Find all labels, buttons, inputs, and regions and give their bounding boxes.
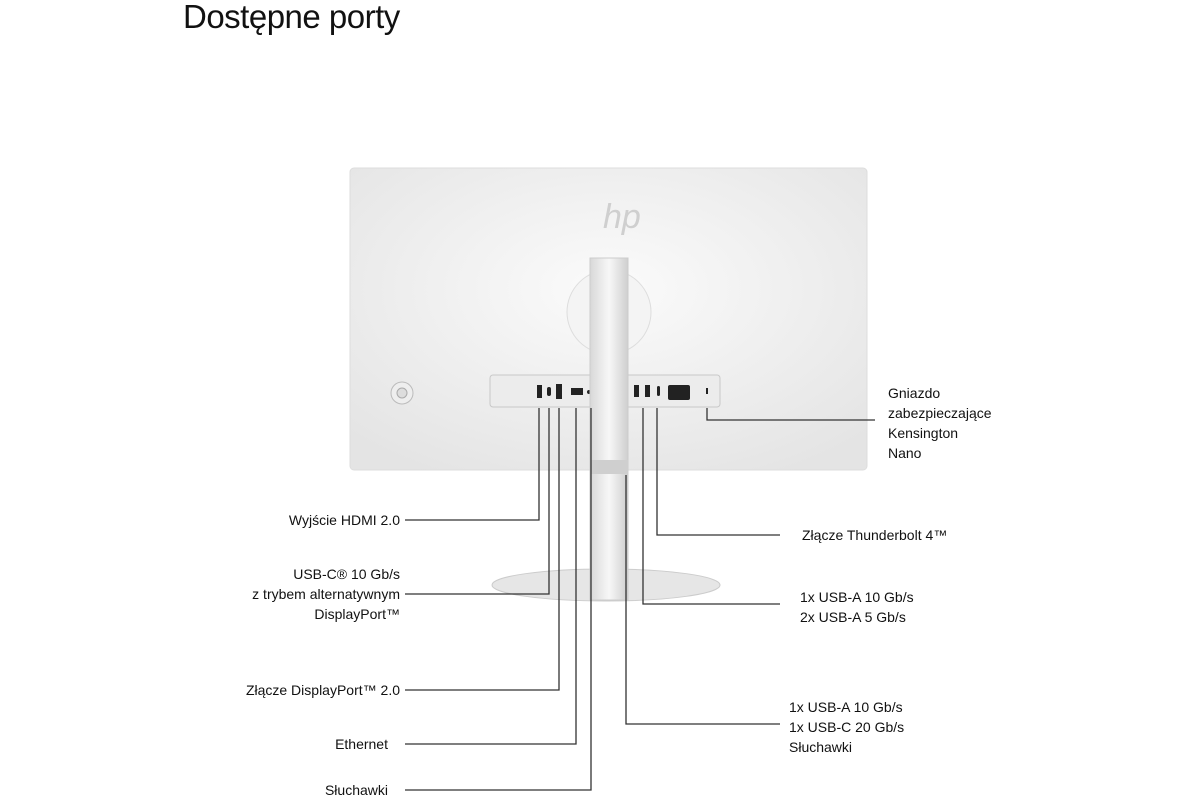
label-line: z trybem alternatywnym: [252, 586, 400, 602]
label-line: 1x USB-A 10 Gb/s: [789, 699, 903, 715]
label-kensington: Gniazdo zabezpieczające Kensington Nano: [888, 383, 992, 463]
page-title: Dostępne porty: [183, 0, 400, 35]
label-hdmi: Wyjście HDMI 2.0: [288, 512, 400, 528]
label-thunderbolt: Złącze Thunderbolt 4™: [802, 527, 948, 543]
label-usbc-dp: USB-C® 10 Gb/s z trybem alternatywnym Di…: [252, 564, 400, 624]
label-line: Kensington: [888, 425, 959, 441]
label-line: Nano: [888, 445, 922, 461]
label-side-group: 1x USB-A 10 Gb/s 1x USB-C 20 Gb/s Słucha…: [789, 697, 904, 757]
label-line: zabezpieczające: [888, 405, 992, 421]
label-line: DisplayPort™: [314, 606, 400, 622]
label-line: Gniazdo: [888, 385, 941, 401]
leader-lines: [405, 408, 875, 791]
label-ethernet: Ethernet: [335, 736, 388, 752]
label-line: 2x USB-A 5 Gb/s: [800, 609, 906, 625]
hp-logo: hp: [603, 198, 641, 236]
label-line: 1x USB-C 20 Gb/s: [789, 719, 905, 735]
label-headphones: Słuchawki: [324, 782, 388, 798]
label-line: Słuchawki: [789, 739, 853, 755]
stand-neck: [589, 257, 629, 601]
label-line: USB-C® 10 Gb/s: [293, 566, 400, 582]
label-usba-group: 1x USB-A 10 Gb/s 2x USB-A 5 Gb/s: [800, 587, 914, 627]
label-displayport: Złącze DisplayPort™ 2.0: [245, 682, 400, 698]
label-line: 1x USB-A 10 Gb/s: [800, 589, 914, 605]
